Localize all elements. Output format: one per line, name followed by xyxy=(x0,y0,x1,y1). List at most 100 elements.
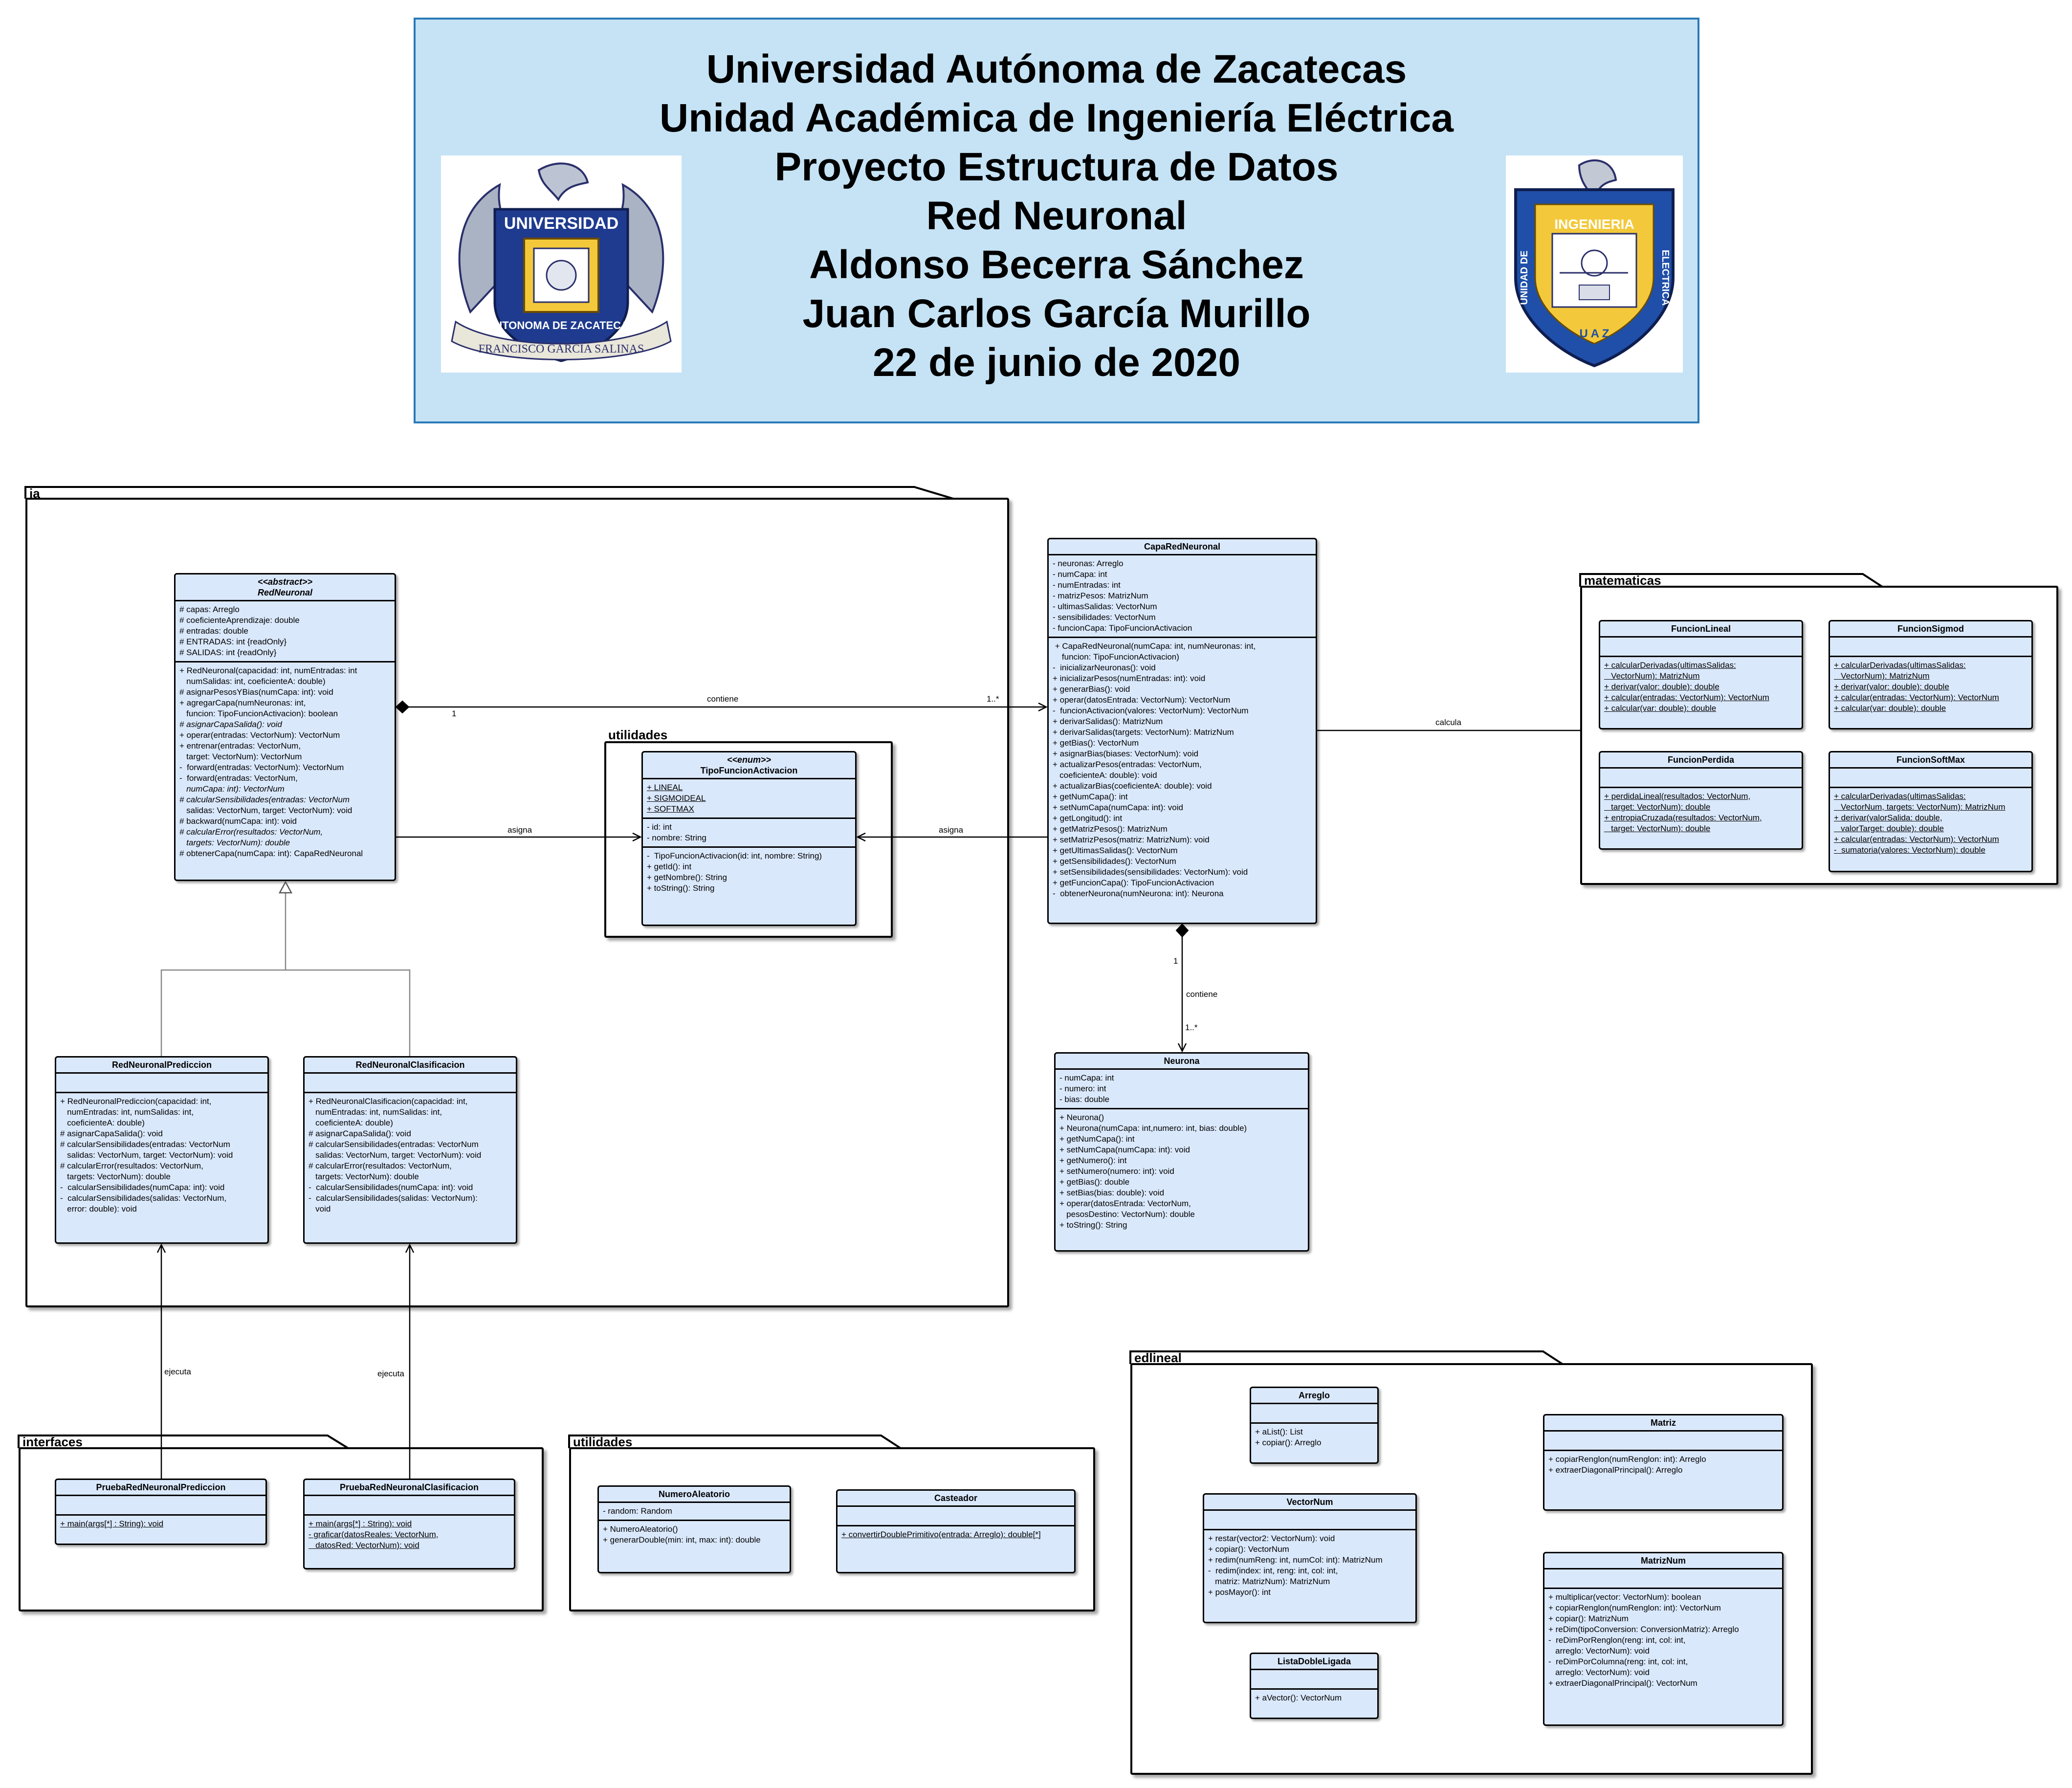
class-method-line: + redim(numReng: int, numCol: int): Matr… xyxy=(1208,1555,1383,1565)
class-method-line: targets: VectorNum): double xyxy=(309,1172,419,1181)
class-method-line: + RedNeuronalClasificacion(capacidad: in… xyxy=(309,1097,468,1106)
class-method-line: + main(args[*] : String): void xyxy=(309,1519,412,1528)
class-method-line: error: double): void xyxy=(60,1204,137,1214)
class-matriz[interactable]: Matriz+ copiarRenglon(numRenglon: int): … xyxy=(1543,1414,1784,1511)
class-method-line: + getSensibilidades(): VectorNum xyxy=(1053,857,1176,866)
class-attribute-line: - sensibilidades: VectorNum xyxy=(1053,613,1156,622)
class-capa-red-neuronal[interactable]: CapaRedNeuronal- neuronas: Arreglo- numC… xyxy=(1047,538,1317,924)
class-attributes-section xyxy=(1251,1404,1377,1424)
class-red-neuronal-clasificacion[interactable]: RedNeuronalClasificacion + RedNeuronalCla… xyxy=(303,1056,517,1244)
class-method-line: + setSensibilidades(sensibilidades: Vect… xyxy=(1053,867,1248,877)
class-method-line: + getMatrizPesos(): MatrizNum xyxy=(1053,824,1168,834)
class-method-line: + derivar(valor: double): double xyxy=(1834,682,1949,691)
class-method-line: + convertirDoublePrimitivo(entrada: Arre… xyxy=(841,1530,1041,1539)
class-method-line: datosRed: VectorNum): void xyxy=(309,1541,419,1550)
class-stereotype: <<abstract>> xyxy=(257,577,313,587)
class-prueba-red-neuronal-clasificacion[interactable]: PruebaRedNeuronalClasificacion+ main(arg… xyxy=(303,1479,515,1569)
class-name: FuncionSoftMax xyxy=(1896,755,1965,765)
class-arreglo[interactable]: Arreglo + aList(): List+ copiar(): Arregl… xyxy=(1250,1387,1379,1464)
class-method-line: + asignarBias(biases: VectorNum): void xyxy=(1053,749,1199,758)
class-attributes-section xyxy=(56,1496,265,1516)
class-attribute-line: # capas: Arreglo xyxy=(179,605,240,614)
class-red-neuronal[interactable]: <<abstract>>RedNeuronal# capas: Arreglo#… xyxy=(174,573,396,881)
class-method-line: + getId(): int xyxy=(647,862,692,871)
class-method-line: + calcular(entradas: VectorNum): VectorN… xyxy=(1834,693,1999,702)
class-neurona[interactable]: Neurona- numCapa: int- numero: int- bias… xyxy=(1054,1052,1309,1252)
class-funcion-perdida[interactable]: FuncionPerdida+ perdidaLineal(resultados… xyxy=(1599,751,1803,850)
title-line-author-2: Juan Carlos García Murillo xyxy=(802,291,1311,336)
class-name-header: FuncionLineal xyxy=(1600,621,1802,638)
class-name: RedNeuronalClasificacion xyxy=(355,1060,465,1070)
class-method-line: + RedNeuronal(capacidad: int, numEntrada… xyxy=(179,666,357,675)
class-attributes-section: - numCapa: int- numero: int- bias: doubl… xyxy=(1056,1070,1308,1109)
relation-contiene-top xyxy=(395,700,1046,714)
label-calcula: calcula xyxy=(1435,718,1461,727)
class-attribute-line: - id: int xyxy=(647,822,672,832)
class-literal-line: + LINEAL xyxy=(647,783,683,792)
class-method-line: - reDimPorRenglon(reng: int, col: int, xyxy=(1548,1635,1686,1645)
class-name: CapaRedNeuronal xyxy=(1144,542,1221,552)
class-matriz-num[interactable]: MatrizNum+ multiplicar(vector: VectorNum… xyxy=(1543,1552,1784,1726)
class-red-neuronal-prediccion[interactable]: RedNeuronalPrediccion+ RedNeuronalPredic… xyxy=(55,1056,269,1244)
relation-inheritance xyxy=(160,881,411,1056)
class-prueba-red-neuronal-prediccion[interactable]: PruebaRedNeuronalPrediccion+ main(args[*… xyxy=(55,1479,267,1545)
class-attributes-section xyxy=(1830,638,2031,657)
title-banner: Universidad Autónoma de Zacatecas Unidad… xyxy=(414,18,1699,423)
class-literal-line: + SIGMOIDEAL xyxy=(647,794,706,803)
class-method-line: + getLongitud(): int xyxy=(1053,814,1123,823)
class-name: Arreglo xyxy=(1298,1391,1330,1400)
class-methods-section: - TipoFuncionActivacion(id: int, nombre:… xyxy=(643,848,855,897)
title-line-project: Proyecto Estructura de Datos xyxy=(774,145,1339,189)
class-method-line: + main(args[*] : String): void xyxy=(60,1519,164,1528)
class-method-line: + agregarCapa(numNeuronas: int, xyxy=(179,698,306,707)
package-interfaces-label: interfaces xyxy=(22,1435,83,1449)
class-methods-section: + main(args[*] : String): void xyxy=(56,1516,265,1532)
class-method-line: - graficar(datosReales: VectorNum, xyxy=(309,1530,439,1539)
class-funcion-sigmod[interactable]: FuncionSigmod+ calcularDerivadas(ultimas… xyxy=(1829,620,2033,729)
class-methods-section: + convertirDoublePrimitivo(entrada: Arre… xyxy=(838,1526,1074,1543)
class-methods-section: + calcularDerivadas(ultimasSalidas: Vect… xyxy=(1830,657,2031,717)
label-contiene-top-mult-target: 1..* xyxy=(987,694,999,704)
class-attribute-line: - numCapa: int xyxy=(1053,570,1107,579)
class-funcion-lineal[interactable]: FuncionLineal + calcularDerivadas(ultimas… xyxy=(1599,620,1803,729)
class-name-header: Neurona xyxy=(1056,1054,1308,1070)
class-methods-section: + multiplicar(vector: VectorNum): boolea… xyxy=(1544,1589,1782,1692)
class-numero-aleatorio[interactable]: NumeroAleatorio- random: Random+ NumeroA… xyxy=(597,1485,791,1573)
class-name-header: FuncionSoftMax xyxy=(1830,752,2031,769)
logo-text-electrica: ELECTRICA xyxy=(1660,250,1671,306)
class-method-line: + calcularDerivadas(ultimasSalidas: xyxy=(1604,661,1736,670)
class-method-line: - forward(entradas: VectorNum): VectorNu… xyxy=(179,763,344,772)
class-method-line: + toString(): String xyxy=(1059,1220,1127,1230)
class-tipo-funcion-activacion[interactable]: <<enum>>TipoFuncionActivacion+ LINEAL+ S… xyxy=(641,751,857,926)
class-methods-section: + aList(): List+ copiar(): Arreglo xyxy=(1251,1424,1377,1451)
class-method-line: - calcularSensibilidades(numCapa: int): … xyxy=(60,1183,225,1192)
class-casteador[interactable]: Casteador + convertirDoublePrimitivo(entr… xyxy=(836,1489,1076,1573)
class-method-line: + copiar(): VectorNum xyxy=(1208,1545,1289,1554)
class-funcion-softmax[interactable]: FuncionSoftMax+ calcularDerivadas(ultima… xyxy=(1829,751,2033,872)
class-lista-doble-ligada[interactable]: ListaDobleLigada+ aVector(): VectorNum xyxy=(1250,1653,1379,1719)
class-vector-num[interactable]: VectorNum+ restar(vector2: VectorNum): v… xyxy=(1203,1493,1417,1623)
class-method-line: + copiar(): MatrizNum xyxy=(1548,1614,1629,1623)
class-method-line: + reDim(tipoConversion: ConversionMatriz… xyxy=(1548,1625,1739,1634)
label-contiene-bottom-mult-source: 1 xyxy=(1173,956,1178,966)
class-name: ListaDobleLigada xyxy=(1277,1656,1351,1666)
class-method-line: + inicializarPesos(numEntradas: int): vo… xyxy=(1053,674,1206,683)
class-methods-section: + Neurona()+ Neurona(numCapa: int,numero… xyxy=(1056,1109,1308,1234)
class-name: VectorNum xyxy=(1286,1497,1333,1507)
class-attributes-section xyxy=(1600,638,1802,657)
class-name: Casteador xyxy=(934,1493,978,1503)
class-name: FuncionLineal xyxy=(1671,624,1731,634)
class-method-line: numSalidas: int, coeficienteA: double) xyxy=(179,677,326,686)
label-contiene-top-mult-source: 1 xyxy=(452,709,457,718)
class-method-line: + getUltimasSalidas(): VectorNum xyxy=(1053,846,1178,855)
class-method-line: + getNumero(): int xyxy=(1059,1156,1127,1165)
class-name: Matriz xyxy=(1650,1418,1676,1428)
class-name-header: RedNeuronalPrediccion xyxy=(56,1058,267,1074)
class-name: RedNeuronalPrediccion xyxy=(111,1060,212,1070)
class-method-line: + getBias(): double xyxy=(1059,1177,1130,1187)
class-method-line: # asignarCapaSalida(): void xyxy=(179,720,282,729)
class-method-line: + extraerDiagonalPrincipal(): VectorNum xyxy=(1548,1678,1697,1688)
class-attribute-line: - random: Random xyxy=(603,1506,672,1516)
class-method-line: # obtenerCapa(numCapa: int): CapaRedNeur… xyxy=(179,849,363,858)
